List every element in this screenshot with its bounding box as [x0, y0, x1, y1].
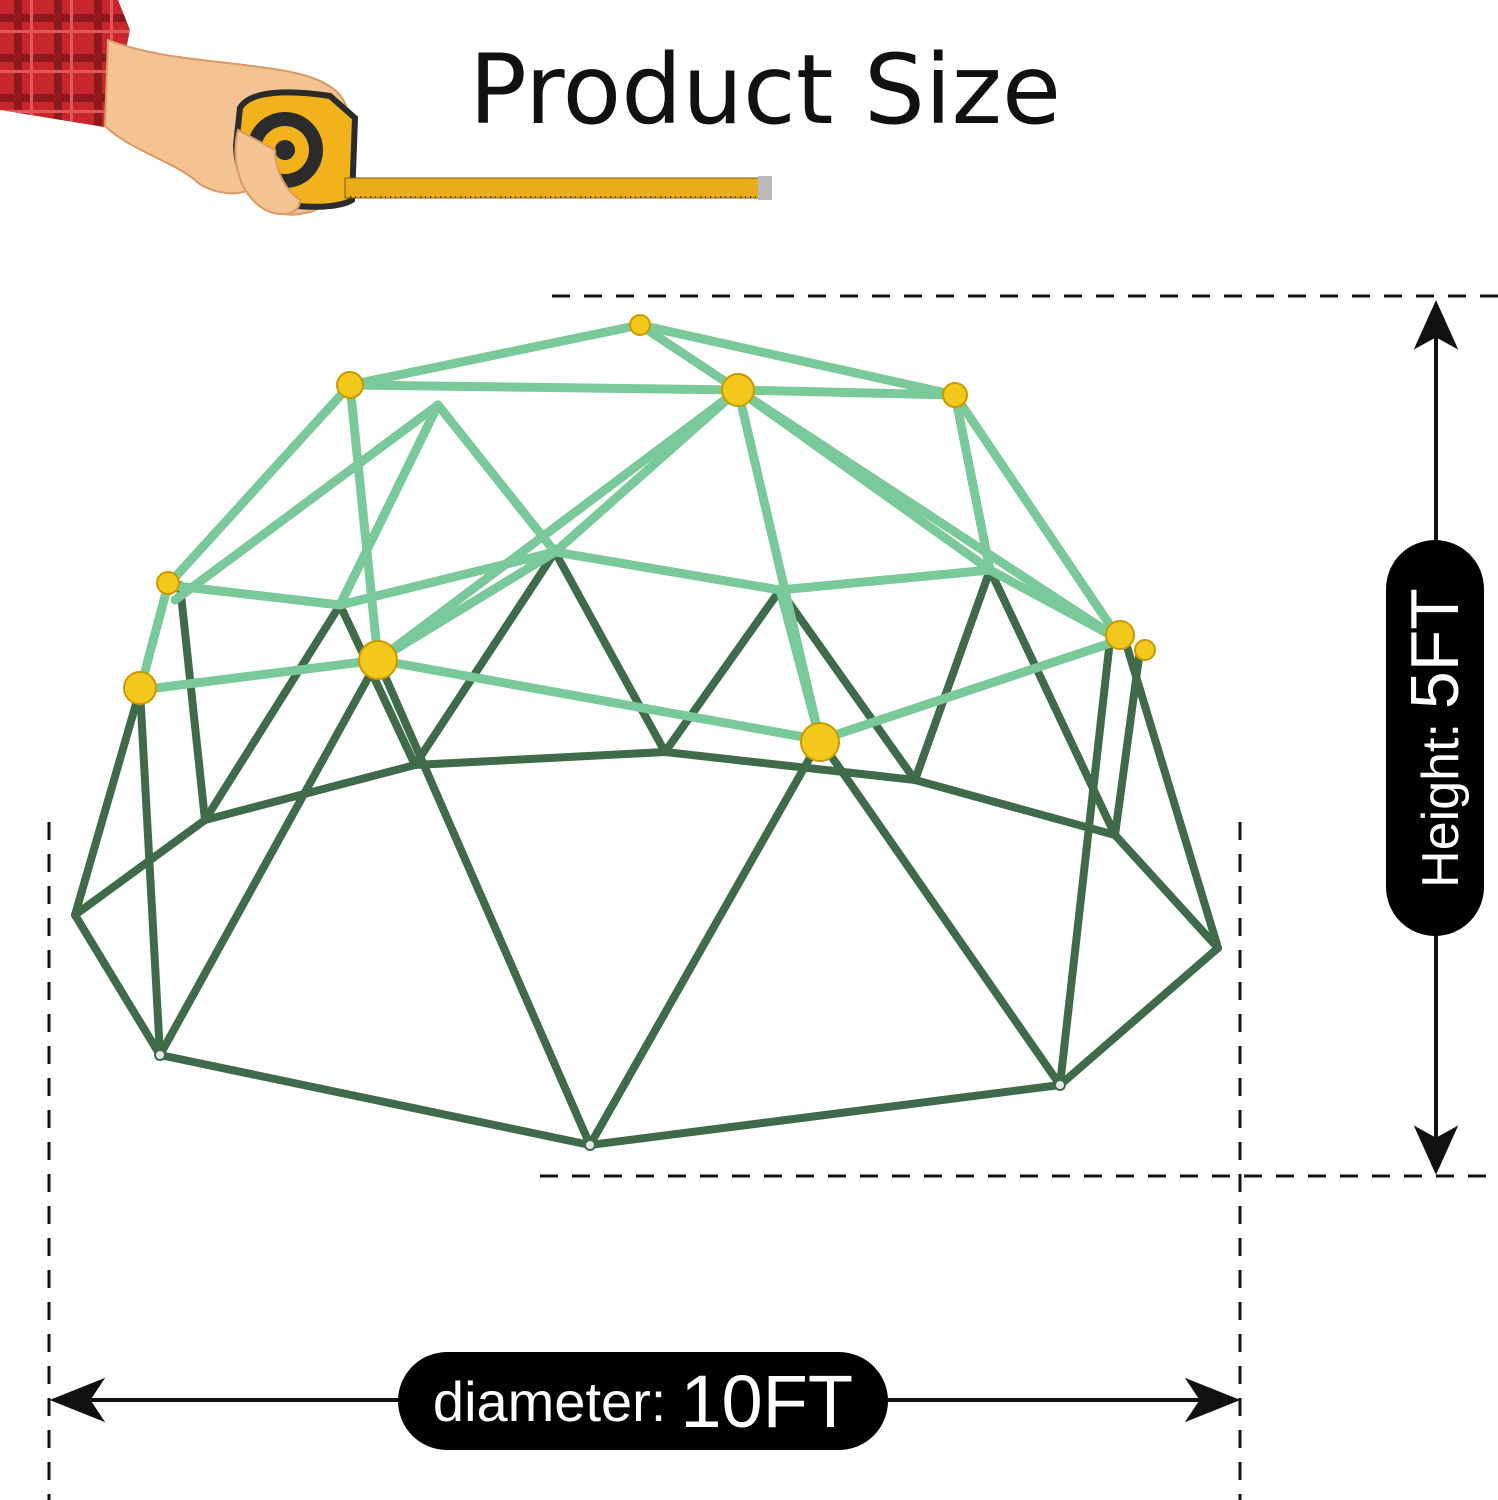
tape-blade: [344, 177, 761, 199]
dome-upper-frame: [135, 320, 1125, 745]
height-arrow: [1413, 300, 1459, 1175]
diameter-arrow: [49, 1377, 1241, 1423]
dome-lower-frame: [71, 544, 1222, 1150]
page-title: Product Size: [468, 34, 1062, 146]
height-text: Height: 5FT: [1396, 588, 1474, 888]
height-badge: Height: 5FT: [1386, 540, 1484, 936]
dimension-guides: [47, 294, 1498, 1500]
diameter-value: 10FT: [680, 1359, 854, 1443]
height-value: 5FT: [1397, 588, 1473, 710]
dome-base-joints: [154, 1049, 1066, 1151]
plaid-sleeve: [0, 0, 130, 128]
height-label: Height:: [1412, 723, 1470, 888]
dome-connectors: [123, 314, 1156, 762]
measuring-tape-icon: [0, 0, 772, 216]
diameter-label: diameter:: [432, 1369, 667, 1433]
diameter-badge: diameter: 10FT: [398, 1352, 888, 1450]
